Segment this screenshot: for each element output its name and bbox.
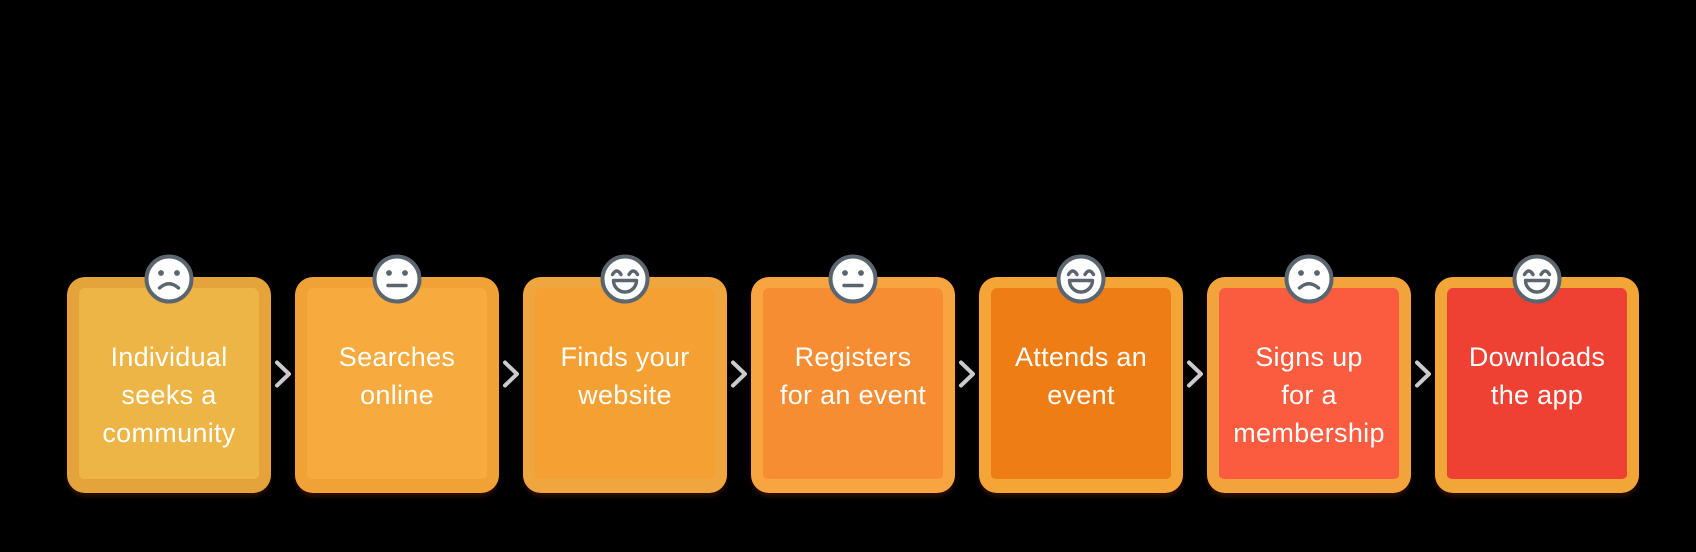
journey-step-card: Finds your website bbox=[523, 254, 727, 493]
step-label-line: Attends an bbox=[1014, 342, 1148, 372]
sad-face-icon bbox=[143, 253, 195, 305]
journey-step-card: Registers for an event bbox=[751, 254, 955, 493]
journey-step-card: Signs up for a membership bbox=[1207, 254, 1411, 493]
step-label: Individual seeks a community bbox=[79, 338, 259, 452]
step-label-line: Searches bbox=[338, 342, 456, 372]
neutral-face-icon bbox=[371, 253, 423, 305]
step-label: Searches online bbox=[307, 338, 487, 414]
customer-journey-flow: Individual seeks a community Searches on… bbox=[67, 254, 1639, 493]
journey-step-card: Downloads the app bbox=[1435, 254, 1639, 493]
chevron-right-icon bbox=[1411, 277, 1435, 493]
step-label-line: membership bbox=[1233, 418, 1385, 448]
chevron-right-icon bbox=[727, 277, 751, 493]
happy-face-icon bbox=[1055, 253, 1107, 305]
step-label-line: for an event bbox=[779, 380, 927, 410]
journey-step-card: Attends an event bbox=[979, 254, 1183, 493]
journey-step-card: Individual seeks a community bbox=[67, 254, 271, 493]
chevron-right-icon bbox=[1183, 277, 1207, 493]
step-label-line: Signs up bbox=[1255, 342, 1363, 372]
step-label-line: Individual bbox=[110, 342, 228, 372]
step-label-line: Registers bbox=[794, 342, 912, 372]
chevron-right-icon bbox=[955, 277, 979, 493]
chevron-right-icon bbox=[499, 277, 523, 493]
step-label-line: Downloads bbox=[1468, 342, 1606, 372]
step-label-line: event bbox=[1047, 380, 1115, 410]
step-label-line: Finds your bbox=[560, 342, 690, 372]
step-label-line: online bbox=[360, 380, 434, 410]
step-label: Downloads the app bbox=[1447, 338, 1627, 414]
chevron-right-icon bbox=[271, 277, 295, 493]
neutral-face-icon bbox=[827, 253, 879, 305]
step-label-line: the app bbox=[1490, 380, 1584, 410]
step-label-line: seeks a bbox=[121, 380, 217, 410]
happy-face-icon bbox=[1511, 253, 1563, 305]
sad-face-icon bbox=[1283, 253, 1335, 305]
step-label: Signs up for a membership bbox=[1219, 338, 1399, 452]
journey-step-card: Searches online bbox=[295, 254, 499, 493]
step-label: Attends an event bbox=[991, 338, 1171, 414]
step-label: Finds your website bbox=[535, 338, 715, 414]
step-label-line: community bbox=[102, 418, 236, 448]
happy-face-icon bbox=[599, 253, 651, 305]
step-label-line: website bbox=[578, 380, 672, 410]
step-label-line: for a bbox=[1281, 380, 1337, 410]
step-label: Registers for an event bbox=[763, 338, 943, 414]
